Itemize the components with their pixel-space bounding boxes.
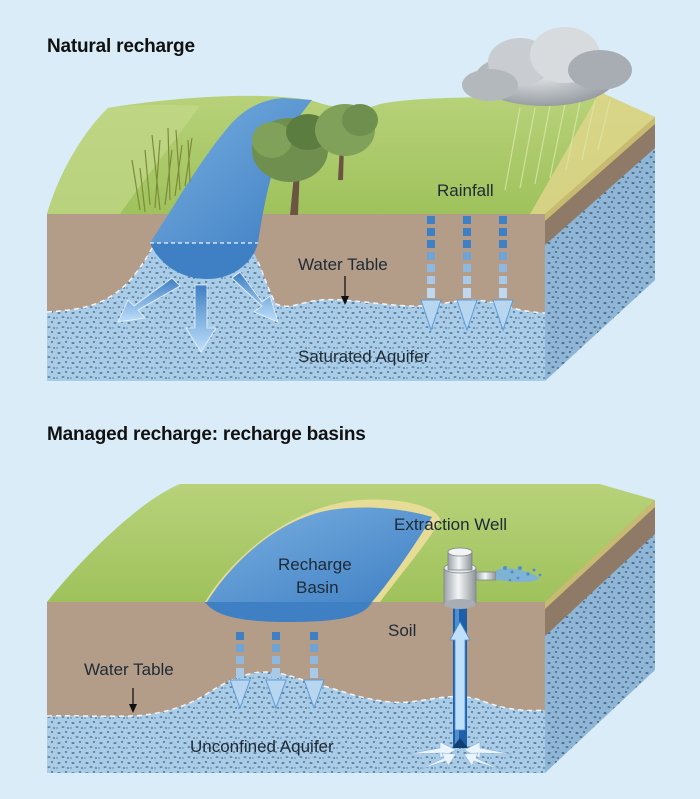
water-table-pointer [341,276,349,305]
extraction-well-label: Extraction Well [394,515,507,534]
basin-infiltration-arrows [229,632,325,710]
water-table-line [46,671,546,718]
recharge-basin-label-line1: Recharge [278,555,352,574]
natural-recharge-title: Natural recharge [47,36,195,57]
natural-recharge-block: Rainfall Water Table Saturated Aquifer [46,27,655,381]
saturated-aquifer-label: Saturated Aquifer [298,347,430,366]
trees [252,104,378,215]
unconfined-aquifer-label: Unconfined Aquifer [190,737,334,756]
extraction-well [443,547,497,748]
reeds [131,127,193,213]
soil-layer [47,602,545,717]
block-side-face [545,117,655,381]
well-inflow-arrows [407,741,513,771]
rainfall-arrows [420,216,514,332]
river-seepage-arrows [117,271,279,353]
water-table-label: Water Table [298,255,388,274]
managed-recharge-block: Recharge Basin Extraction Well Soil Wate… [46,484,655,773]
recharge-basin [207,507,432,602]
rain-cloud [462,27,632,106]
soil-label: Soil [388,621,416,640]
block-side-face [545,500,655,773]
water-spray [496,566,542,582]
rain-streaks [504,99,611,191]
rainfall-label: Rainfall [437,181,494,200]
managed-recharge-title: Managed recharge: recharge basins [47,424,366,445]
well-upflow-arrow [449,621,471,731]
water-table-pointer [129,688,137,713]
water-table-line [46,242,546,314]
recharge-basin-label-line2: Basin [296,578,339,597]
water-table-label: Water Table [84,660,174,679]
